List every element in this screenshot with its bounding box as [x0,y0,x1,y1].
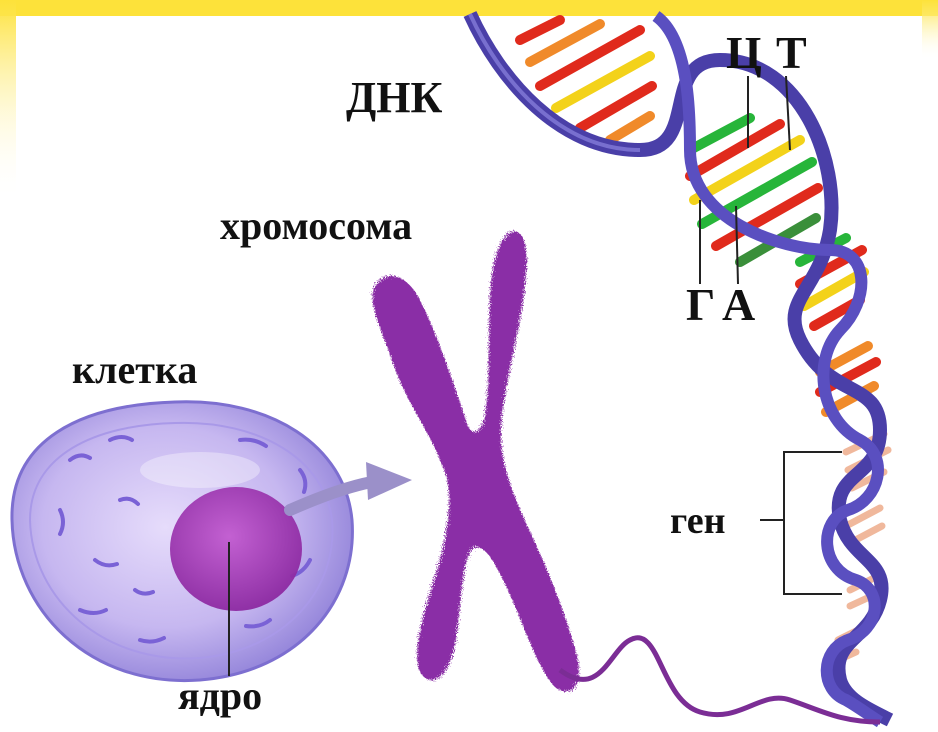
label-base-g: Г [686,282,715,328]
nucleus [170,487,302,611]
label-base-a: А [722,282,755,328]
chromosome [373,231,580,691]
label-nucleus: ядро [178,676,262,716]
label-gene: ген [670,502,726,540]
label-cell: клетка [72,350,197,390]
label-base-t: Т [776,30,807,76]
cell [12,402,352,681]
label-dna: ДНК [346,76,442,120]
label-chromosome: хромосома [220,206,412,246]
label-base-c: Ц [726,30,762,76]
